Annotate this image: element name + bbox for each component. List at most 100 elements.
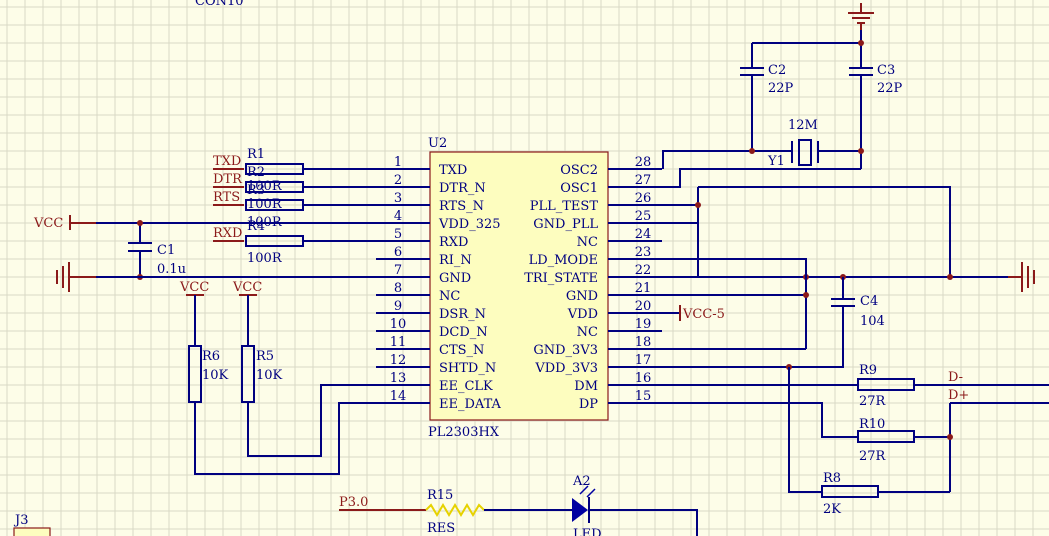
r9-value: 27R (859, 394, 887, 409)
osc1-wire (662, 168, 861, 188)
vdd-vcc5: VCC-5 (662, 305, 725, 322)
cap-top-wires (751, 30, 862, 68)
r8-wire (788, 367, 950, 493)
chip-pin-number: 17 (635, 353, 652, 368)
junction-dot (695, 202, 701, 208)
chip-pin-number: 11 (390, 335, 407, 350)
chip-pin-number: 1 (394, 155, 402, 170)
c3-ref: C3 (877, 63, 895, 78)
chip-pin-name: CTS_N (439, 343, 484, 358)
capacitor-c4[interactable] (662, 277, 855, 368)
net-label-dminus: D- (948, 370, 963, 385)
resistor-r15[interactable] (425, 503, 485, 517)
net-label-rxd: RXD (213, 226, 242, 241)
ground-symbol-left (56, 262, 96, 292)
crystal-y1[interactable] (798, 139, 812, 166)
chip-pin-number: 3 (394, 191, 402, 206)
y1-ref: Y1 (767, 154, 785, 169)
pll-wires (662, 186, 951, 277)
r10-ref: R10 (859, 417, 885, 432)
chip-pin-name: VDD (567, 307, 598, 322)
chip-pin-number: 15 (635, 389, 652, 404)
chip-pin-number: 9 (394, 299, 402, 314)
chip-pin-name: GND (439, 271, 471, 286)
chip-part-name: PL2303HX (428, 425, 500, 440)
c2-ref: C2 (768, 63, 786, 78)
chip-pin-name: RI_N (439, 253, 472, 268)
chip-pin-name: PLL_TEST (530, 199, 599, 214)
chip-pin-number: 19 (635, 317, 652, 332)
net-label-dplus: D+ (948, 388, 969, 403)
chip-pin-number: 4 (394, 209, 402, 224)
chip-pin-name: NC (577, 325, 598, 340)
capacitor-c1[interactable] (128, 223, 152, 277)
ground-symbol-top (848, 3, 874, 30)
resistor-r6[interactable] (188, 345, 202, 403)
chip-u2[interactable]: 1TXD2DTR_N3RTS_N4VDD_3255RXD6RI_N7GND8NC… (376, 136, 662, 440)
r4-value: 100R (247, 251, 283, 266)
junction-dot (749, 148, 755, 154)
chip-pin-number: 28 (635, 155, 652, 170)
r6-ref: R6 (202, 349, 220, 364)
net-label-vcc-r6: VCC (179, 280, 209, 295)
r1-ref: R1 (247, 147, 265, 162)
chip-right-pins: 28OSC227OSC126PLL_TEST25GND_PLL24NC23LD_… (524, 155, 662, 412)
chip-pin-name: RXD (439, 235, 468, 250)
chip-pin-name: NC (577, 235, 598, 250)
r2-value: 100R (247, 197, 283, 212)
chip-pin-name: OSC2 (560, 163, 598, 178)
chip-pin-number: 23 (635, 245, 652, 260)
usb-lines: D- D+ R9 27R R10 27R R8 2K (662, 363, 1049, 517)
dp-wire (662, 402, 1049, 492)
pullup-top-wires (194, 295, 249, 346)
chip-pin-number: 8 (394, 281, 402, 296)
c2-value: 22P (768, 81, 794, 96)
c1-ref: C1 (157, 243, 175, 258)
j3-ref: J3 (13, 513, 28, 528)
r10-value: 27R (859, 449, 887, 464)
chip-pin-name: VDD_3V3 (534, 361, 598, 376)
net-label-vcc-r5: VCC (232, 280, 262, 295)
resistor-to-chip-wires (303, 168, 376, 242)
resistor-r8[interactable] (821, 485, 879, 498)
ground-rail-right: C4 104 (662, 186, 1035, 370)
chip-pin-name: DSR_N (439, 307, 486, 322)
chip-pin-name: EE_DATA (439, 397, 502, 412)
c3-value: 22P (877, 81, 903, 96)
mode-gnd-wires (662, 258, 807, 350)
resistor-r5[interactable] (241, 345, 255, 403)
net-label-txd: TXD (213, 154, 241, 169)
chip-pin-number: 26 (635, 191, 652, 206)
chip-pin-name: VDD_325 (438, 217, 501, 232)
led-cathode-wire (588, 497, 698, 536)
r6-value: 10K (202, 368, 229, 383)
ee-clk-wire (247, 384, 376, 457)
j3-body (13, 527, 51, 536)
chip-pin-number: 2 (394, 173, 402, 188)
capacitor-c2[interactable] (740, 67, 764, 76)
vcc-port-bar (69, 215, 96, 230)
junction-dot (947, 274, 953, 280)
junction-dot (137, 220, 143, 226)
chip-pin-number: 20 (635, 299, 652, 314)
connector-j3[interactable]: J3 (13, 513, 51, 536)
net-label-vcc5: VCC-5 (682, 307, 725, 322)
chip-pin-number: 25 (635, 209, 652, 224)
chip-pin-number: 10 (390, 317, 407, 332)
r8-ref: R8 (823, 471, 841, 486)
chip-pin-name: GND (566, 289, 598, 304)
crystal-right-wire (817, 141, 861, 163)
ee-data-wire (194, 402, 376, 475)
net-label-dtr: DTR (213, 172, 243, 187)
top-partial-label: CON10 (195, 0, 244, 9)
chip-left-pins: 1TXD2DTR_N3RTS_N4VDD_3255RXD6RI_N7GND8NC… (376, 155, 502, 412)
chip-pin-name: LD_MODE (529, 253, 598, 268)
resistor-r9[interactable] (857, 378, 915, 391)
chip-pin-number: 14 (390, 389, 407, 404)
chip-pin-name: SHTD_N (439, 361, 496, 376)
chip-pin-name: GND_PLL (533, 217, 598, 232)
ground-symbol-right (1008, 262, 1035, 292)
resistor-r10[interactable] (857, 430, 915, 443)
led-a2[interactable] (572, 498, 588, 522)
